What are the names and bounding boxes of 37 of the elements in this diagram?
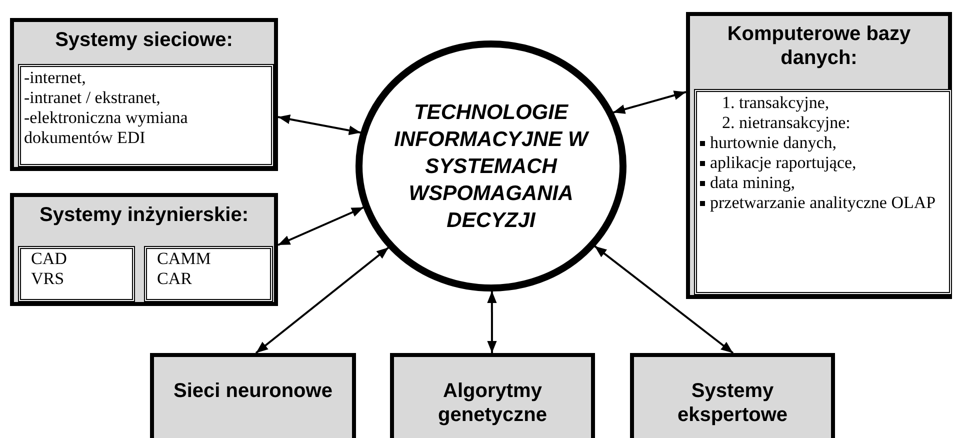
category-box bbox=[390, 353, 595, 438]
box-heading: Sieci neuronowe bbox=[172, 379, 334, 403]
list-item: 2. nietransakcyjne: bbox=[721, 113, 852, 133]
list-box bbox=[18, 64, 274, 167]
category-box bbox=[150, 353, 356, 438]
list-item: hurtownie danych, bbox=[700, 133, 946, 153]
list-box bbox=[694, 89, 952, 295]
box-heading: Systemy ekspertowe bbox=[676, 379, 789, 427]
list-item: CAMM bbox=[157, 249, 212, 269]
box-heading: Algorytmy genetyczne bbox=[437, 379, 548, 427]
list-item: -elektroniczna wymiana dokumentów EDI bbox=[24, 108, 189, 148]
list-item: -intranet / ekstranet, bbox=[24, 88, 162, 108]
list-item: CAR bbox=[157, 269, 193, 289]
central-ellipse bbox=[355, 40, 627, 292]
list-box bbox=[144, 246, 273, 302]
category-box bbox=[10, 193, 278, 306]
double-arrow bbox=[278, 206, 364, 246]
central-title: TECHNOLOGIE INFORMACYJNE W SYSTEMACH WSPOMAGANIA DECYZJI bbox=[393, 100, 590, 234]
double-arrow bbox=[487, 291, 497, 353]
list-box bbox=[18, 246, 135, 302]
double-arrow bbox=[255, 246, 390, 354]
category-box bbox=[686, 12, 952, 299]
list-item: VRS bbox=[31, 269, 66, 289]
list-item: -internet, bbox=[24, 68, 87, 88]
list-item: przetwarzanie analityczne OLAP bbox=[700, 193, 946, 213]
category-box bbox=[10, 18, 278, 171]
list-item: aplikacje raportujące, bbox=[700, 153, 946, 173]
double-arrow bbox=[594, 245, 734, 354]
box-heading: Komputerowe bazy danych: bbox=[726, 22, 912, 70]
double-arrow bbox=[612, 90, 686, 114]
list-item: CAD bbox=[31, 249, 68, 269]
category-box bbox=[630, 353, 835, 438]
box-heading: Systemy sieciowe: bbox=[54, 28, 234, 52]
list-item: data mining, bbox=[700, 173, 946, 193]
list-item: 1. transakcyjne, bbox=[721, 93, 830, 113]
double-arrow bbox=[278, 114, 362, 136]
box-heading: Systemy inżynierskie: bbox=[38, 203, 250, 227]
